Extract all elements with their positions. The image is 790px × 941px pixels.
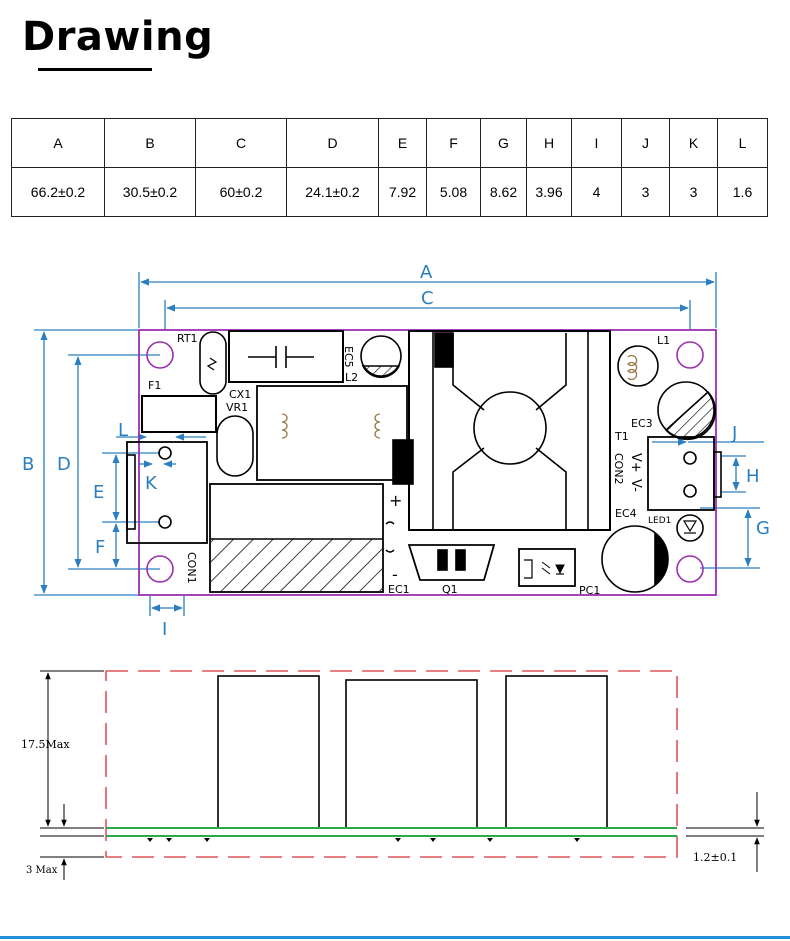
label-l2: L2 (345, 371, 358, 384)
x-capacitor (228, 330, 344, 383)
component-labels: RT1 F1 CX1 VR1 EC5 L2 L1 EC3 T1 CON2 V+ … (148, 332, 671, 597)
top-view: A C B D E F L K I J H G (22, 262, 770, 640)
value-h: 3.96 (526, 167, 572, 217)
ec1-capacitor (209, 483, 384, 593)
dim-label-i: I (162, 619, 167, 640)
label-ec3: EC3 (631, 417, 653, 430)
components (126, 330, 722, 593)
q1-transistor (407, 544, 496, 581)
label-q1: Q1 (442, 583, 458, 596)
dim-label-b: B (22, 454, 34, 475)
transformer (408, 330, 611, 531)
header-b: B (104, 118, 196, 168)
l1-inductor (617, 345, 659, 387)
label-max-height: 17.5Max (21, 738, 70, 751)
label-vplus: V+ (628, 453, 643, 473)
header-g: G (480, 118, 527, 168)
dim-label-f: F (95, 537, 105, 558)
dim-label-c: C (421, 288, 434, 309)
height-envelope (105, 670, 678, 858)
mounting-hole-top-left (146, 341, 174, 369)
label-t1: T1 (614, 430, 629, 443)
dim-label-e: E (93, 482, 104, 503)
page-title: Drawing (22, 14, 214, 60)
mounting-hole-top-right (676, 341, 704, 369)
value-a: 66.2±0.2 (11, 167, 105, 217)
label-pc1: PC1 (579, 584, 600, 597)
value-b: 30.5±0.2 (104, 167, 196, 217)
value-g: 8.62 (480, 167, 527, 217)
dim-label-l: L (118, 420, 128, 441)
side-labels: 17.5Max 3 Max 1.2±0.1 (21, 738, 737, 876)
side-component-right (505, 675, 608, 829)
cx1-common-mode-choke (256, 385, 408, 481)
label-vminus: V- (628, 479, 643, 492)
label-l1: L1 (657, 334, 670, 347)
label-con2: CON2 (612, 453, 625, 485)
dim-label-a: A (420, 262, 433, 283)
con2-output-connector (647, 436, 715, 511)
side-view: 17.5Max 3 Max 1.2±0.1 (21, 670, 764, 880)
label-con1: CON1 (185, 552, 198, 584)
rt1-thermistor (199, 331, 227, 395)
header-h: H (526, 118, 572, 168)
transformer-pin-top (434, 332, 454, 368)
dimension-letters: A C B D E F L K I J H G (22, 262, 770, 640)
label-pcb-thickness: 1.2±0.1 (693, 851, 737, 864)
footer-accent-bar (0, 936, 790, 939)
title-underline (38, 68, 152, 71)
dimensions-table: A B C D E F G H I J K L 66.2±0.2 30.5±0.… (11, 118, 768, 217)
value-i: 4 (571, 167, 622, 217)
label-rt1: RT1 (177, 332, 198, 345)
dim-label-h: H (746, 466, 760, 487)
label-led1: LED1 (648, 516, 671, 526)
value-c: 60±0.2 (195, 167, 287, 217)
solder-joints (147, 838, 580, 842)
label-ec5: EC5 (342, 346, 355, 368)
dimension-lines (34, 272, 764, 616)
side-component-left (217, 675, 320, 829)
label-ec4: EC4 (615, 507, 637, 520)
side-dimension-lines (40, 670, 764, 880)
dim-label-k: K (145, 473, 158, 494)
header-f: F (426, 118, 481, 168)
value-e: 7.92 (378, 167, 427, 217)
label-vr1: VR1 (226, 401, 248, 414)
transformer-core (473, 391, 547, 465)
label-plus: + (389, 491, 402, 510)
value-d: 24.1±0.2 (286, 167, 379, 217)
mounting-hole-bottom-left (146, 555, 174, 583)
f1-fuse (141, 395, 217, 433)
mounting-hole-bottom-right (676, 555, 704, 583)
label-cx1: CX1 (229, 388, 251, 401)
mounting-holes (146, 341, 704, 583)
label-ec1: EC1 (388, 583, 410, 596)
value-l: 1.6 (717, 167, 768, 217)
side-component-middle (345, 679, 478, 829)
pc1-optocoupler (518, 548, 576, 587)
label-bottom-max: 3 Max (26, 865, 58, 876)
table-value-row: 66.2±0.2 30.5±0.2 60±0.2 24.1±0.2 7.92 5… (11, 167, 768, 217)
dim-label-j: J (731, 423, 737, 444)
label-f1: F1 (148, 379, 161, 392)
header-l: L (717, 118, 768, 168)
transformer-pin-left (392, 439, 414, 485)
label-minus: - (392, 565, 398, 584)
dim-label-g: G (756, 518, 770, 539)
vr1-varistor (216, 415, 254, 477)
header-a: A (11, 118, 105, 168)
dim-label-d: D (57, 454, 71, 475)
value-f: 5.08 (426, 167, 481, 217)
led1-indicator (676, 514, 704, 542)
